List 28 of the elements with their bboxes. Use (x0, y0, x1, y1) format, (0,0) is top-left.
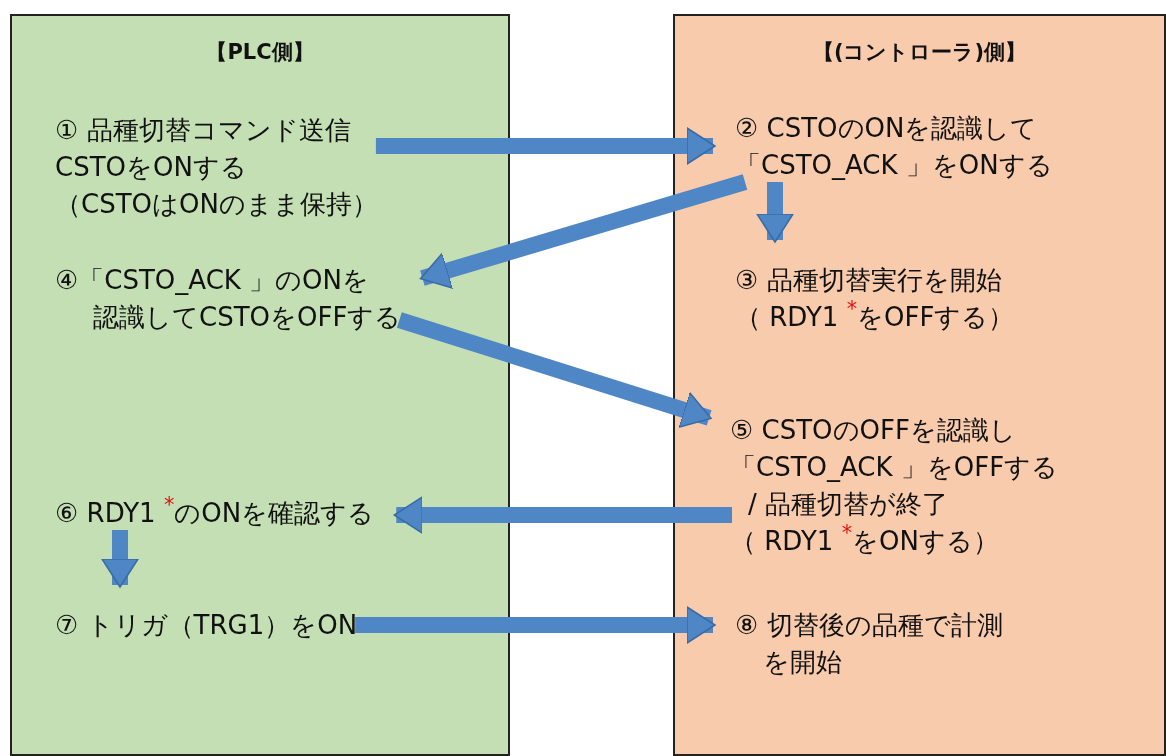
step-text: （ RDY1 $^{*}$をONする） (730, 523, 1000, 558)
step-text: 認識してCSTOをOFFする (92, 301, 402, 334)
arrow (101, 530, 139, 588)
arrow (355, 606, 716, 644)
step-text: CSTOをONする (55, 151, 248, 184)
step-text: ① 品種切替コマンド送信 (55, 114, 352, 147)
panel (10, 14, 510, 756)
arrow (396, 312, 712, 428)
panel-heading: 【(コントローラ)側】 (811, 39, 1028, 66)
step-text: ③ 品種切替実行を開始 (735, 264, 1003, 297)
panel-heading: 【PLC側】 (205, 39, 315, 66)
step-text: ② CSTOのONを認識して (735, 112, 1039, 145)
arrow (393, 496, 732, 534)
step-text: 「CSTO_ACK 」をONする (735, 149, 1053, 182)
step-text: ④「CSTO_ACK 」のONを (55, 264, 371, 297)
step-text: を開始 (762, 646, 843, 679)
step-text: ⑥ RDY1 $^{*}$のONを確認する (55, 495, 375, 530)
step-text: 「CSTO_ACK 」をOFFする (730, 451, 1059, 484)
step-text: ⑤ CSTOのOFFを認識し (730, 414, 1017, 447)
arrow (375, 127, 716, 165)
step-text: （ RDY1 $^{*}$をOFFする） (735, 299, 1015, 334)
arrow (756, 182, 794, 243)
arrow (419, 174, 748, 289)
step-text: ⑧ 切替後の品種で計測 (735, 609, 1003, 642)
step-text: ⑦ トリガ（TRG1）をON (55, 609, 358, 642)
step-text: （CSTOはONのまま保持） (55, 188, 378, 221)
step-text: / 品種切替が終了 (747, 488, 950, 521)
panel (673, 14, 1166, 756)
